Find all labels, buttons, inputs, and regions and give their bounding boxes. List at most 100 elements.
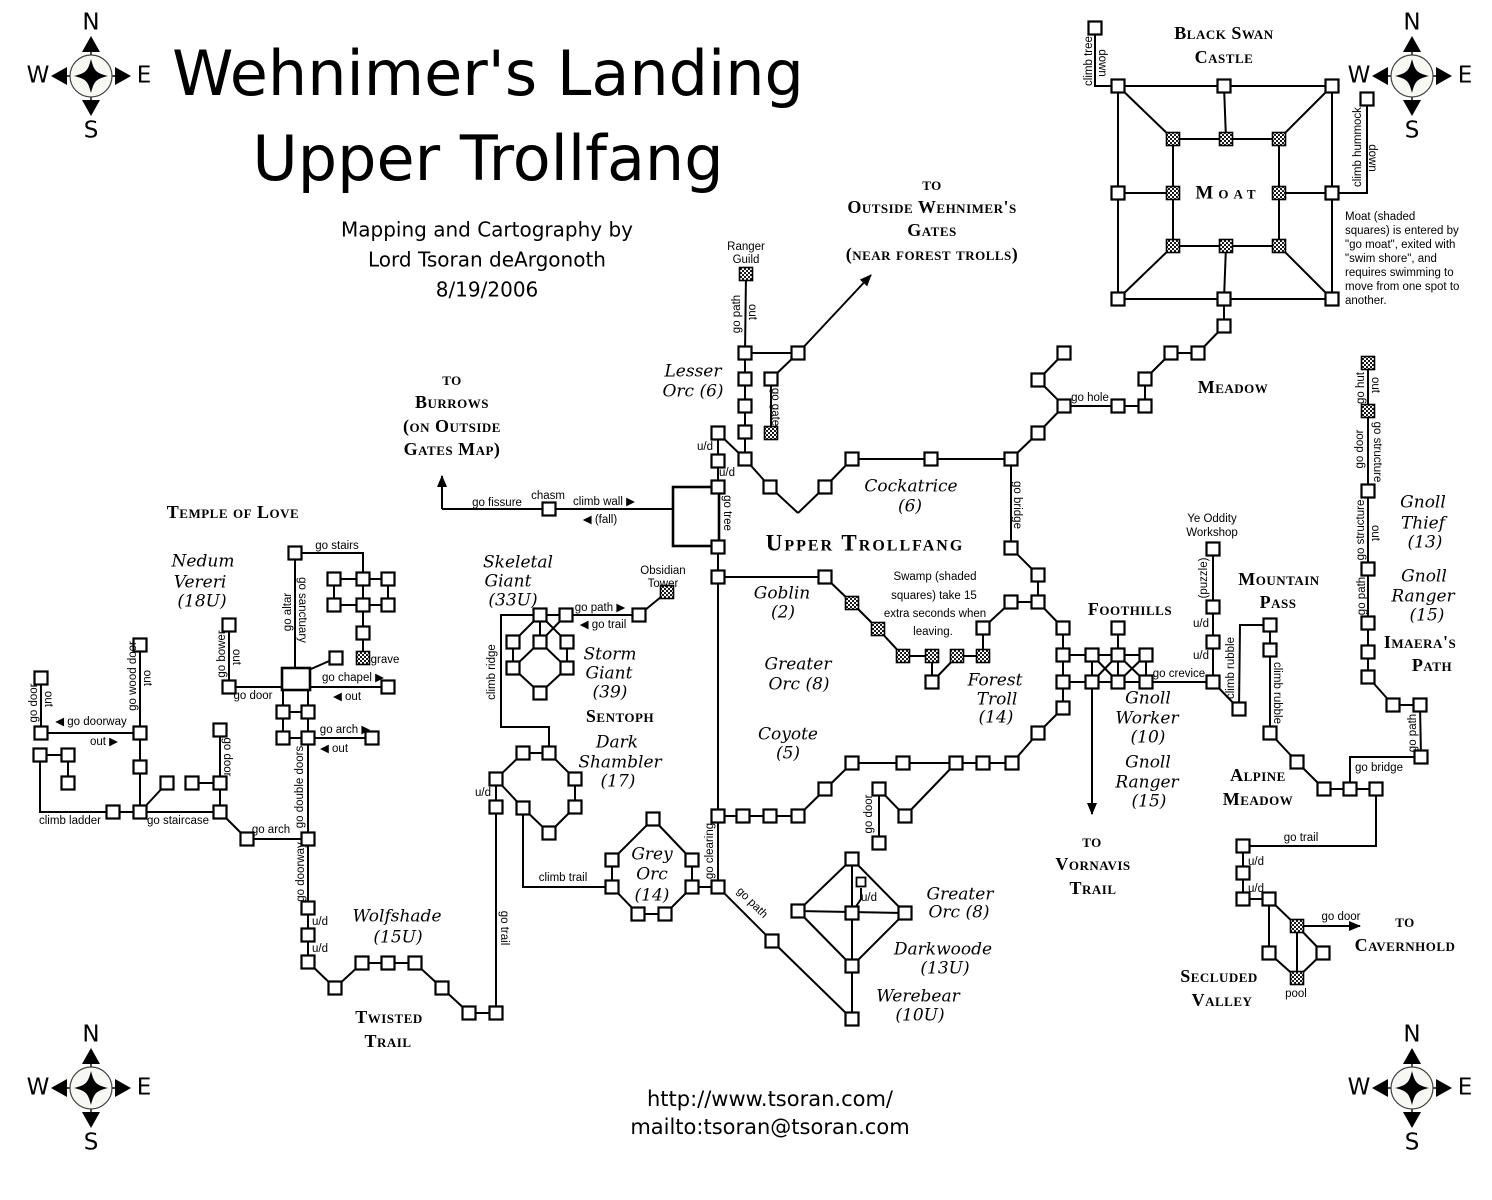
map-label: http://www.tsoran.com/: [647, 1087, 894, 1111]
room-node: [975, 620, 991, 636]
room-box: [280, 666, 312, 692]
room-node: [1055, 674, 1071, 690]
map-label: (17): [601, 772, 636, 792]
room-node: [515, 745, 531, 761]
map-label: pool: [1285, 988, 1307, 1000]
room-node: [326, 571, 342, 587]
map-label: (15): [1410, 606, 1445, 626]
compass-letter-n: N: [82, 10, 99, 36]
room-node: [737, 345, 753, 361]
room-node: [567, 771, 583, 787]
shaded-room-node: [895, 648, 911, 664]
compass-letter-w: W: [27, 1075, 50, 1101]
room-node: [1030, 372, 1046, 388]
map-label: Greater: [927, 885, 995, 905]
room-node: [434, 980, 450, 996]
room-node: [897, 808, 913, 824]
map-label: go hole: [1071, 392, 1109, 404]
map-label: out: [746, 304, 758, 321]
compass-west-pointer: [51, 67, 67, 85]
map-label: Valley: [1192, 990, 1253, 1010]
map-label: go path ▶: [575, 602, 627, 614]
map-label: out: [42, 691, 54, 708]
shaded-room-node: [975, 648, 991, 664]
room-node: [1004, 755, 1020, 771]
room-boxes: [280, 485, 721, 692]
room-node: [132, 637, 148, 653]
map-label: Orc (8): [928, 903, 989, 923]
room-node: [1110, 398, 1126, 414]
map-label: go gate: [769, 388, 781, 426]
room-node: [275, 704, 291, 720]
map-label: go tree: [721, 495, 733, 531]
map-label: out: [1369, 525, 1381, 542]
map-path: [522, 808, 612, 888]
room-node: [1056, 398, 1072, 414]
map-label: climb wall ▶: [573, 496, 636, 508]
small-room-node: [855, 876, 867, 888]
map-label: out: [1369, 377, 1381, 394]
map-label: (puzzle): [1198, 557, 1210, 598]
map-edge: [1117, 85, 1174, 140]
room-node: [1163, 345, 1179, 361]
map-label: Moat (shaded: [1345, 211, 1415, 223]
map-label: go door: [221, 737, 233, 776]
room-node: [221, 679, 237, 695]
room-node: [1190, 345, 1206, 361]
room-node: [1110, 185, 1126, 201]
shaded-room-node: [738, 266, 754, 282]
room-node: [132, 759, 148, 775]
map-label: Orc (8): [768, 675, 829, 695]
room-node: [541, 745, 557, 761]
compass-letter-n: N: [82, 1022, 99, 1048]
map-label: go crevice: [1153, 668, 1205, 680]
compass-west-pointer: [1372, 1079, 1388, 1097]
map-label: Ranger: [1390, 587, 1455, 607]
map-label: go wood door: [127, 641, 139, 711]
compass-north-pointer: [82, 36, 100, 52]
shaded-room-node: [355, 650, 371, 666]
map-label: (10): [1131, 728, 1166, 748]
room-node: [1216, 291, 1232, 307]
room-node: [762, 808, 778, 824]
direction-arrow: [797, 274, 872, 354]
room-node: [1360, 561, 1376, 577]
map-label: (near forest trolls): [846, 244, 1019, 265]
map-label: Ranger: [727, 241, 765, 253]
compass-west-pointer: [51, 1079, 67, 1097]
map-label: Temple of Love: [167, 502, 299, 522]
map-path: [295, 552, 364, 579]
room-node: [1216, 318, 1232, 334]
room-node: [33, 725, 49, 741]
map-label: Giant: [485, 572, 532, 592]
map-label: go path: [731, 295, 743, 333]
map-label: Orc: [636, 865, 668, 885]
room-node: [300, 704, 316, 720]
map-label: go sanctuary: [296, 577, 308, 643]
room-node: [60, 775, 76, 791]
direction-arrows: [437, 274, 1361, 931]
room-node: [1360, 644, 1376, 660]
room-node: [1055, 700, 1071, 716]
room-node: [327, 980, 343, 996]
map-label: Cavernhold: [1355, 935, 1456, 955]
map-label: another.: [1345, 295, 1387, 307]
map-label: Lesser: [664, 362, 723, 382]
room-node: [762, 479, 778, 495]
map-label: (33U): [488, 591, 537, 611]
room-node: [1030, 594, 1046, 610]
room-node: [559, 634, 575, 650]
room-node: [1262, 617, 1278, 633]
map-label: requires swimming to: [1345, 267, 1454, 279]
map-label: Dark: [595, 733, 638, 753]
room-node: [604, 879, 620, 895]
map-label: Upper Trollfang: [252, 122, 723, 195]
shaded-room-node: [870, 621, 886, 637]
room-node: [871, 835, 887, 851]
map-label: Nedum: [171, 552, 235, 572]
room-node: [380, 597, 396, 613]
room-node: [737, 398, 753, 414]
map-label: Trail: [1069, 878, 1116, 898]
room-node: [790, 808, 806, 824]
